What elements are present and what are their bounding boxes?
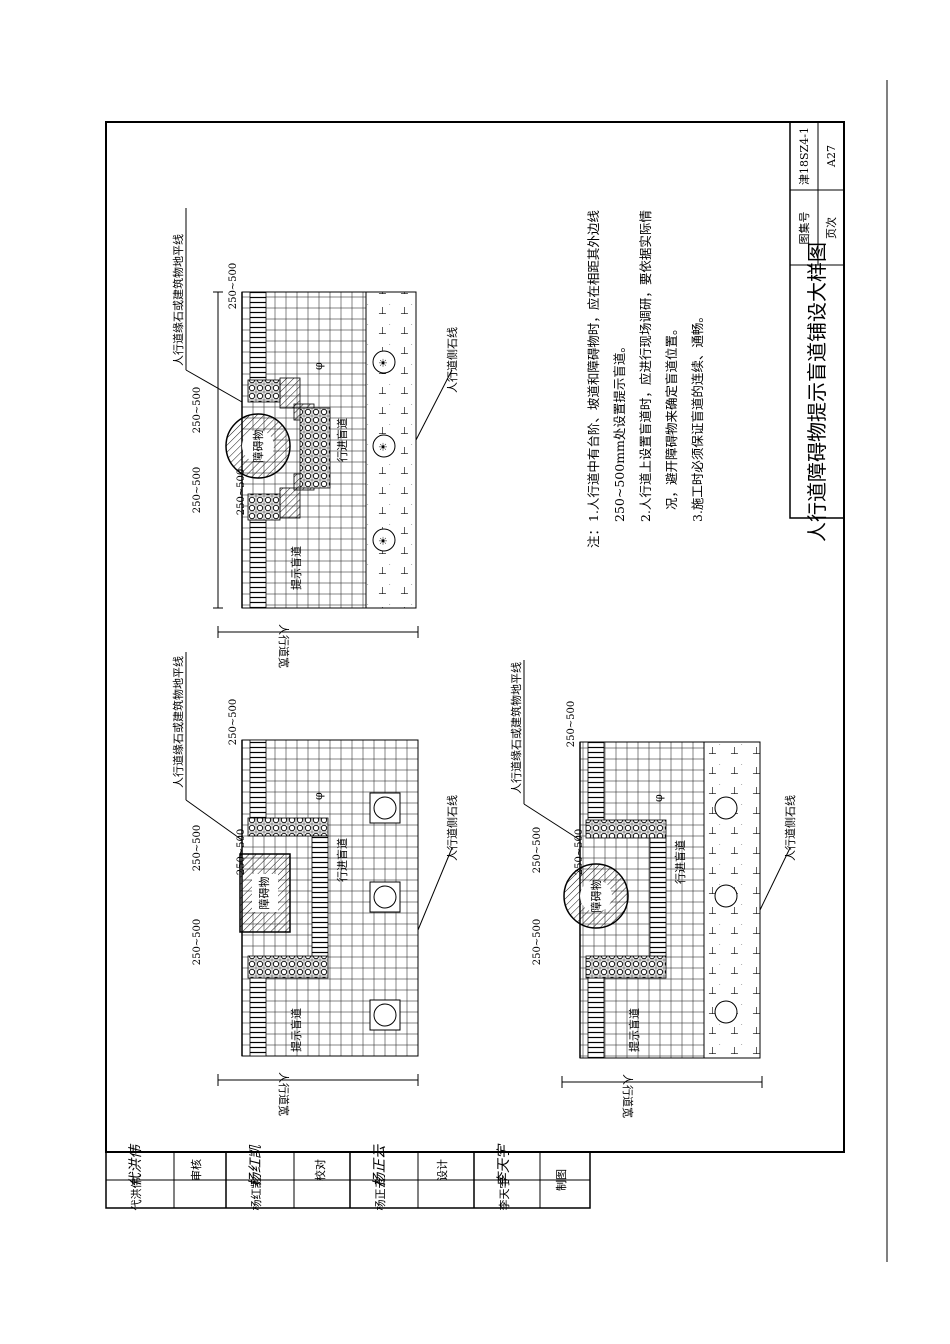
- tree-icon: [714, 1000, 738, 1024]
- tree-icon: ☀: [372, 528, 396, 552]
- title-block: 人行道障碍物提示盲道铺设大样图 图集号 津18SZ4-1 页次 A27: [789, 121, 845, 542]
- name-designer: 杨正云: [373, 1178, 387, 1211]
- svg-text:☀: ☀: [378, 535, 388, 548]
- dim-label: 250~500: [228, 699, 239, 746]
- dim-label: 250~500: [236, 469, 247, 516]
- curb-edge-label: 人行道缘石或建筑物地平线: [171, 656, 185, 788]
- signature-designer: 杨正云: [372, 1144, 388, 1187]
- phi-label: φ: [312, 362, 325, 370]
- sidewalk-width-label: 人行道宽: [277, 624, 291, 668]
- diagram-circular-obstacle-green-belt: 障碍物 人行道宽 人行道缘石或建筑物地平线 250~500 250~500 25…: [509, 660, 797, 1118]
- page-label: 页次: [824, 217, 838, 239]
- note-2b: 况，避开障碍物来确定盲道位置。: [664, 322, 679, 510]
- tree-icon: ☀: [372, 434, 396, 458]
- obstacle-label: 障碍物: [589, 880, 603, 913]
- name-checker: 杨红凯: [249, 1178, 263, 1211]
- name-drafter: 李天宇: [497, 1178, 511, 1211]
- role-review: 审核: [189, 1159, 203, 1181]
- obstacle-label: 障碍物: [257, 877, 271, 910]
- atlas-number: 津18SZ4-1: [798, 127, 811, 185]
- dim-label: 250~500: [228, 263, 239, 310]
- sidewalk-width-label: 人行道宽: [277, 1072, 291, 1116]
- guiding-tactile-label: 行进盲道: [335, 418, 349, 462]
- tree-icon: [369, 881, 401, 913]
- dim-label: 250~500: [566, 701, 577, 748]
- side-curb-label: 人行道侧石线: [445, 327, 459, 393]
- note-3: 3.施工时必须保证盲道的连续、通畅。: [690, 310, 705, 522]
- phi-label: φ: [652, 794, 665, 802]
- diagram-circular-obstacle-planted: 障碍物 ☀ ☀ ☀ 人行道宽 人行道缘石或建筑物地平线 250~500 250~…: [171, 208, 459, 668]
- dim-label: 250~500: [192, 387, 203, 434]
- guiding-tactile-label: 行进盲道: [673, 840, 687, 884]
- warning-tactile-label: 提示盲道: [289, 1008, 303, 1052]
- signature-table: 审核 校对 设计 制图 代洪伟 杨红凯 杨正云 李天宇 代洪伟 杨红凯 杨正云 …: [105, 1143, 591, 1211]
- dim-label: 250~500: [574, 829, 585, 876]
- note-2: 2.人行道上设置盲道时，应进行现场调研，要依据实际情: [638, 210, 653, 522]
- obstacle-label: 障碍物: [251, 430, 265, 463]
- drawing-title: 人行道障碍物提示盲道铺设大样图: [805, 242, 829, 542]
- warning-tactile-label: 提示盲道: [289, 546, 303, 590]
- tree-icon: [369, 792, 401, 824]
- dim-label: 250~500: [236, 829, 247, 876]
- role-draw: 制图: [555, 1169, 568, 1191]
- page-number: A27: [825, 145, 838, 168]
- note-1b: 250~500mm处设置提示盲道。: [612, 340, 627, 522]
- note-1: 1.人行道中有台阶、坡道和障碍物时，应在相距其外边线: [586, 210, 601, 522]
- curb-edge-label: 人行道缘石或建筑物地平线: [171, 234, 185, 366]
- guiding-tactile-label: 行进盲道: [335, 838, 349, 882]
- tree-icon: ☀: [372, 350, 396, 374]
- signature-checker: 杨红凯: [248, 1144, 264, 1187]
- signature-reviewer: 代洪伟: [128, 1143, 144, 1187]
- signature-drafter: 李天宇: [496, 1143, 512, 1187]
- tree-icon: [714, 884, 738, 908]
- side-curb-label: 人行道侧石线: [445, 795, 459, 861]
- tree-icon: [714, 796, 738, 820]
- dim-label: 250~500: [532, 919, 543, 966]
- warning-tactile-label: 提示盲道: [627, 1008, 641, 1052]
- tree-icon: [369, 999, 401, 1031]
- dim-label: 250~500: [192, 467, 203, 514]
- sidewalk-width-label: 人行道宽: [621, 1074, 635, 1118]
- curb-edge-label: 人行道缘石或建筑物地平线: [509, 662, 523, 794]
- dim-label: 250~500: [192, 825, 203, 872]
- notes-head: 注：: [586, 523, 601, 548]
- phi-label: φ: [312, 792, 325, 800]
- role-check: 校对: [313, 1159, 327, 1181]
- dim-label: 250~500: [532, 827, 543, 874]
- svg-text:☀: ☀: [378, 357, 388, 370]
- name-reviewer: 代洪伟: [129, 1178, 143, 1211]
- side-curb-label: 人行道侧石线: [783, 795, 797, 861]
- atlas-label: 图集号: [797, 212, 811, 245]
- notes: 注： 1.人行道中有台阶、坡道和障碍物时，应在相距其外边线 250~500mm处…: [586, 210, 705, 548]
- svg-text:☀: ☀: [378, 441, 388, 454]
- dim-label: 250~500: [192, 919, 203, 966]
- role-design: 设计: [436, 1159, 449, 1181]
- diagram-rectangular-obstacle: 障碍物 人行道宽 人行道缘石或建筑物地平线 250~500 250~500 25…: [171, 652, 459, 1116]
